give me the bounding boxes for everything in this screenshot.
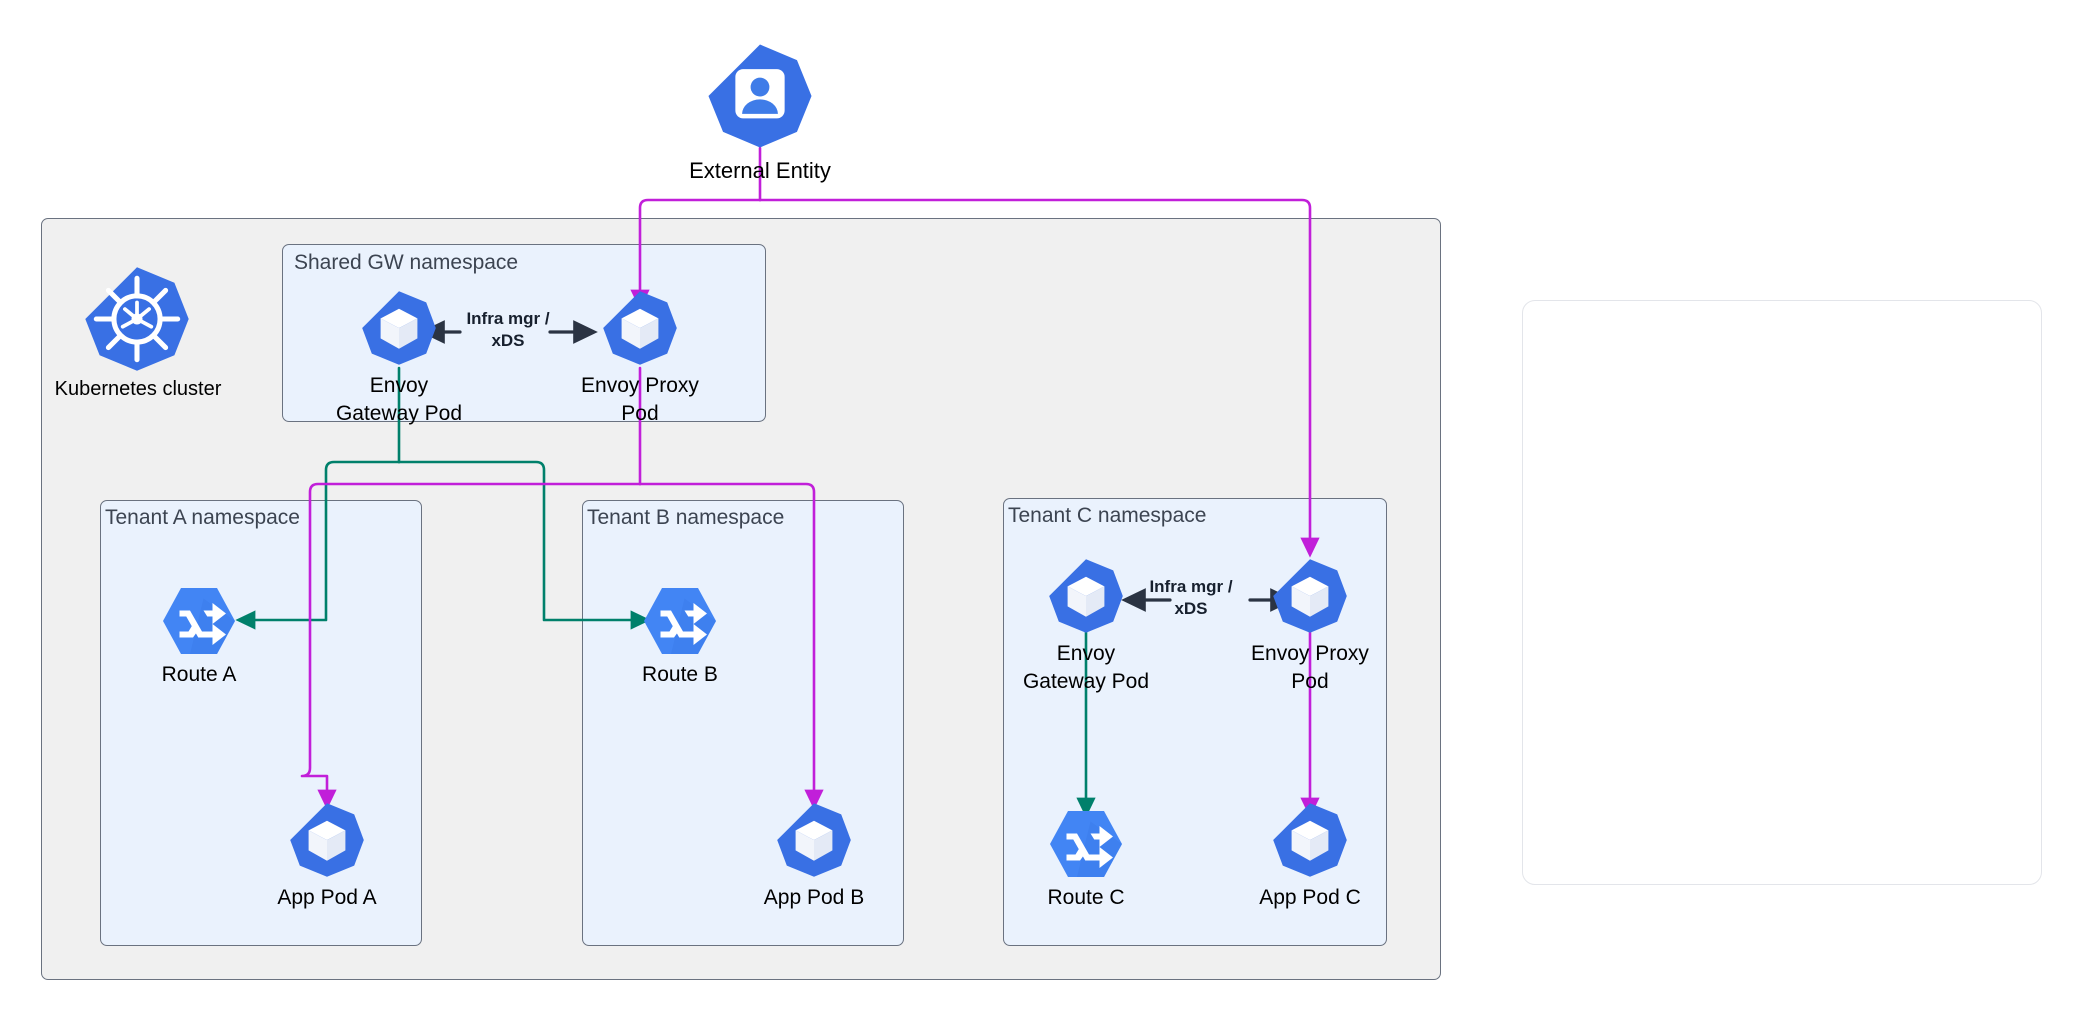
edge-label-shared-infra: Infra mgr / xDS [460,308,556,352]
node-route-c[interactable]: Route C [1047,808,1125,918]
edge-label-line-1: Infra mgr / [466,309,550,328]
node-label-route-b: Route B [642,663,718,686]
node-label-tenant-c-envoy-gateway-pod: Envoy Gateway Pod [1023,640,1149,696]
namespace-tenant-c-title: Tenant C namespace [1008,504,1207,527]
route-icon [1050,811,1122,877]
node-tenant-c-envoy-proxy-pod[interactable]: Envoy Proxy Pod [1251,556,1369,693]
diagram-key-panel [1522,300,2042,885]
node-external-entity[interactable]: External Entity [689,40,831,200]
node-label-external-entity: External Entity [689,158,831,183]
cube-glyph [621,308,659,349]
node-label-route-a: Route A [161,663,237,686]
label-line-2: Gateway Pod [335,401,463,425]
node-shared-envoy-gateway-pod[interactable]: Envoy Gateway Pod [336,288,462,425]
label-line-2: Pod [621,401,659,425]
node-label-shared-envoy-gateway-pod: Envoy Gateway Pod [336,372,462,428]
label-line-2: Gateway Pod [1022,669,1150,693]
edge-label-line-2: xDS [1174,598,1208,618]
route-icon [163,588,235,654]
node-label-route-c: Route C [1047,886,1125,909]
namespace-tenant-b [582,500,904,946]
label-line-1: Envoy Proxy [1251,642,1369,665]
k8s-pod-icon [777,803,851,877]
label-line-2: Pod [1291,669,1329,693]
label-line-1: Envoy [1056,642,1116,665]
k8s-pod-icon [603,291,677,365]
node-label-app-pod-c: App Pod C [1259,886,1361,909]
k8s-pod-icon [290,803,364,877]
node-route-b[interactable]: Route B [641,585,719,695]
node-label-app-pod-b: App Pod B [763,886,865,909]
node-route-a[interactable]: Route A [160,585,238,695]
namespace-shared-gw-title: Shared GW namespace [294,251,519,274]
node-label-app-pod-a: App Pod A [277,886,377,909]
k8s-pod-icon [1273,803,1347,877]
route-icon [644,588,716,654]
namespace-tenant-a [100,500,422,946]
k8s-pod-icon [1273,559,1347,633]
external-entity-icon [708,44,812,148]
cube-glyph [1067,576,1105,617]
k8s-pod-icon [1049,559,1123,633]
k8s-pod-icon [362,291,436,365]
cube-glyph [380,308,418,349]
node-tenant-c-envoy-gateway-pod[interactable]: Envoy Gateway Pod [1023,556,1149,693]
edge-label-tenant-c-infra: Infra mgr / xDS [1143,576,1239,620]
node-label-kubernetes-cluster: Kubernetes cluster [54,378,222,400]
namespace-tenant-b-title: Tenant B namespace [587,506,785,529]
kubernetes-helm-icon [85,267,189,371]
label-line-1: Envoy Proxy [581,374,699,397]
node-kubernetes-cluster[interactable]: Kubernetes cluster [55,264,221,414]
node-shared-envoy-proxy-pod[interactable]: Envoy Proxy Pod [581,288,699,425]
edge-label-line-1: Infra mgr / [1149,577,1233,596]
node-label-tenant-c-envoy-proxy-pod: Envoy Proxy Pod [1251,640,1369,696]
cube-glyph [795,820,833,861]
node-app-pod-b[interactable]: App Pod B [764,800,864,920]
namespace-tenant-a-title: Tenant A namespace [105,506,300,529]
node-app-pod-c[interactable]: App Pod C [1259,800,1361,920]
node-app-pod-a[interactable]: App Pod A [277,800,377,920]
cube-glyph [308,820,346,861]
cube-glyph [1291,576,1329,617]
cube-glyph [1291,820,1329,861]
edge-label-line-2: xDS [491,330,525,350]
node-label-shared-envoy-proxy-pod: Envoy Proxy Pod [581,372,699,428]
label-line-1: Envoy [369,374,429,397]
